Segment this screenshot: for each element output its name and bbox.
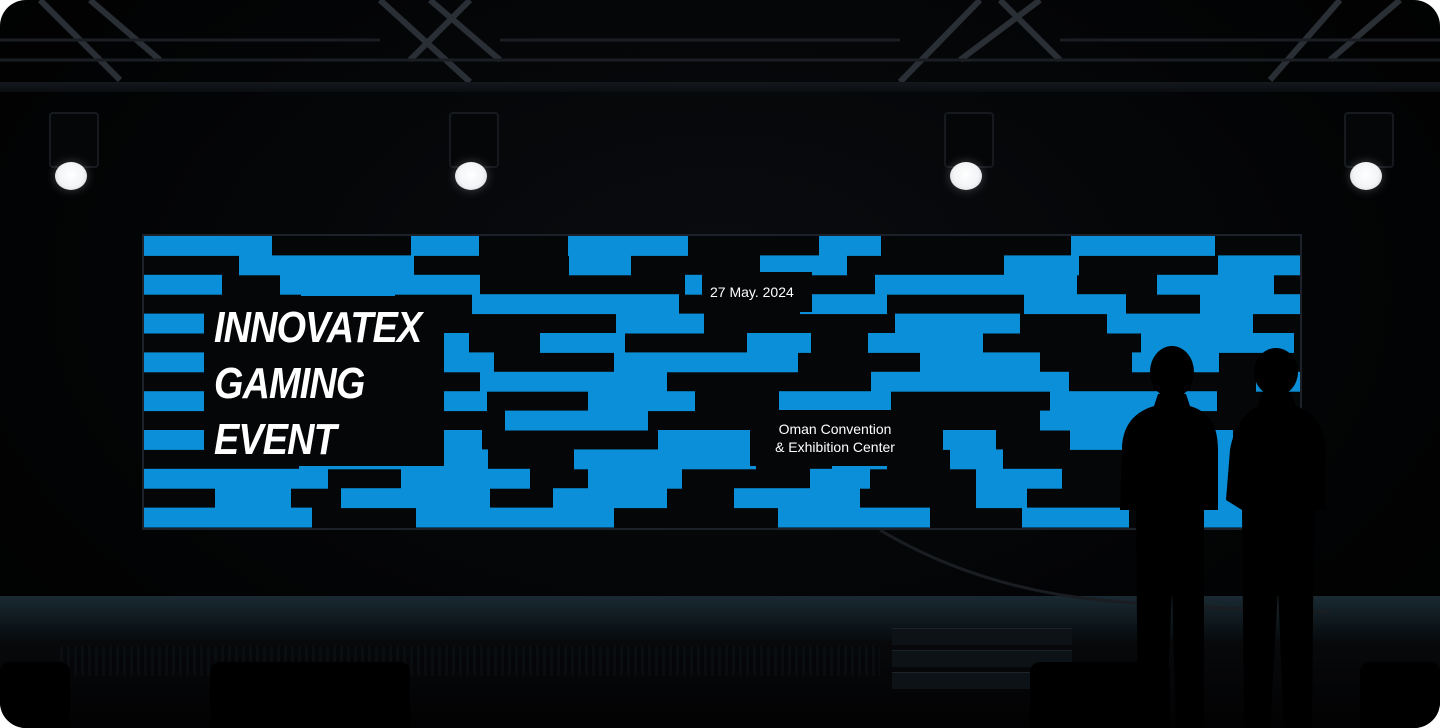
event-title-line-3: EVENT [214,415,337,464]
screen-block [819,236,881,256]
speaker-center [210,662,410,728]
screen-block [895,313,1020,334]
screen-block [1024,294,1126,315]
screen-block [568,236,688,256]
screen-block [505,410,648,431]
date-backdrop [702,272,812,312]
screen-block [1022,507,1129,528]
screen-block [868,333,983,353]
audience-area [60,646,880,676]
screen-block [871,371,1069,392]
screen-block [1004,255,1079,276]
event-title-line-1: INNOVATEX [214,303,422,352]
spotlight-icon [45,112,99,190]
screen-block [734,488,860,509]
spotlight-icon [1340,112,1394,190]
screen-block [976,488,1027,509]
screen-block [760,255,847,276]
screen-block [950,449,1003,470]
stage-stairs [892,628,1072,698]
screen-block [540,333,625,353]
screen-block [800,294,887,315]
screen-block [588,468,682,489]
screen-block [416,507,614,528]
screen-block [1107,313,1253,334]
venue-line-2: & Exhibition Center [775,439,895,455]
screen-block [341,488,490,509]
screen-block [553,488,667,509]
screen-block [480,371,667,392]
screen-block [920,352,1040,373]
screen-block [239,255,414,276]
event-date: 27 May. 2024 [710,284,794,300]
led-screen: INNOVATEX GAMING EVENT 27 May. 2024 Oman… [142,234,1302,530]
event-title-line-2: GAMING [214,359,365,408]
screen-block [875,274,1077,295]
screen-block [779,391,891,412]
screen-block [778,507,930,528]
speaker-far-right [1360,662,1440,728]
screen-block [144,507,312,528]
speaker-left [0,662,70,728]
screen-block [401,468,530,489]
screen-block [943,430,996,450]
screen-block [574,449,756,470]
screen-block [472,294,679,315]
screen-block [810,468,870,489]
screen-block [411,236,479,256]
spotlight-icon [940,112,994,190]
screen-block [144,274,222,295]
screen-block [616,313,704,334]
screen-block [280,274,480,295]
venue-line-1: Oman Convention [778,421,892,437]
screen-block [215,488,291,509]
title-backdrop [204,296,444,466]
screen-block [976,468,1062,489]
screen-block [569,255,631,276]
screen-block [1157,274,1274,295]
screen-block [144,236,272,256]
spotlight-icon [445,112,499,190]
event-venue: Oman Convention & Exhibition Center [750,420,920,456]
screen-block [1200,294,1300,315]
screen-block [747,333,811,353]
screen-block [434,391,487,412]
screen-block [1218,255,1300,276]
stage-truss [0,0,1440,85]
people-silhouettes [1120,346,1326,728]
screen-block [1071,236,1215,256]
rig-bar [0,82,1440,92]
venue-backdrop [750,410,916,466]
screen-block [144,468,328,489]
screen-block [588,391,695,412]
screen-block [614,352,798,373]
